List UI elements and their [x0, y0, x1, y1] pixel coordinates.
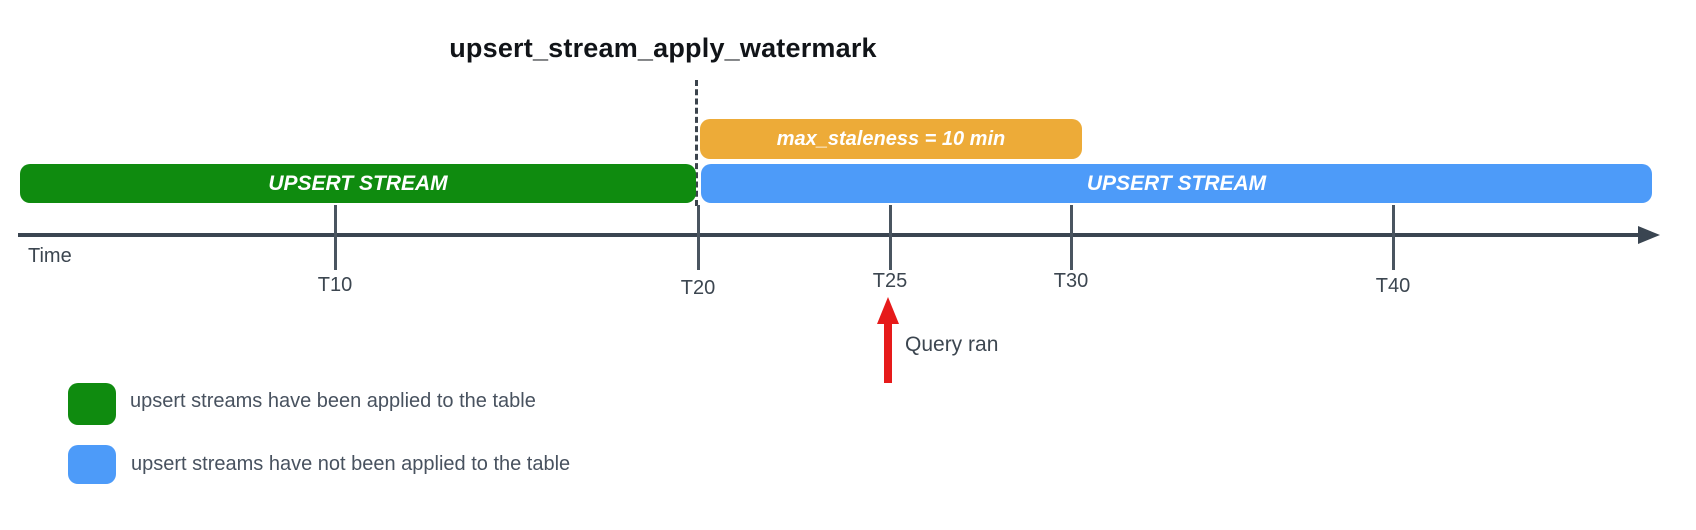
- unapplied-upsert-stream-label: UPSERT STREAM: [1086, 171, 1267, 195]
- query-ran-arrow-shaft: [884, 322, 892, 383]
- applied-upsert-stream-label: UPSERT STREAM: [268, 171, 448, 195]
- applied-upsert-stream-bar: UPSERT STREAM: [20, 164, 696, 203]
- tick-line-t40: [1392, 205, 1395, 270]
- max-staleness-label: max_staleness = 10 min: [776, 127, 1006, 150]
- tick-label-t20: T20: [680, 277, 716, 299]
- tick-line-t10: [334, 205, 337, 270]
- query-ran-label: Query ran: [905, 333, 999, 356]
- legend-swatch-applied: [68, 383, 116, 425]
- diagram-title: upsert_stream_apply_watermark: [449, 33, 877, 63]
- tick-label-t30: T30: [1053, 270, 1089, 292]
- legend-label-applied: upsert streams have been applied to the …: [130, 390, 536, 412]
- max-staleness-bar: max_staleness = 10 min: [700, 119, 1082, 159]
- time-axis-line: [18, 233, 1640, 237]
- query-ran-arrow-icon: [877, 297, 899, 324]
- tick-label-t40: T40: [1375, 275, 1411, 297]
- unapplied-upsert-stream-bar: UPSERT STREAM: [701, 164, 1652, 203]
- tick-label-t25: T25: [872, 270, 908, 292]
- legend-label-unapplied: upsert streams have not been applied to …: [131, 453, 571, 475]
- watermark-dashed-line: [695, 80, 698, 206]
- time-axis-label: Time: [28, 245, 72, 267]
- tick-line-t25: [889, 205, 892, 270]
- tick-line-t30: [1070, 205, 1073, 270]
- tick-line-t20: [697, 205, 700, 270]
- legend-swatch-unapplied: [68, 445, 116, 484]
- time-axis-arrowhead-icon: [1638, 226, 1660, 244]
- tick-label-t10: T10: [317, 274, 353, 296]
